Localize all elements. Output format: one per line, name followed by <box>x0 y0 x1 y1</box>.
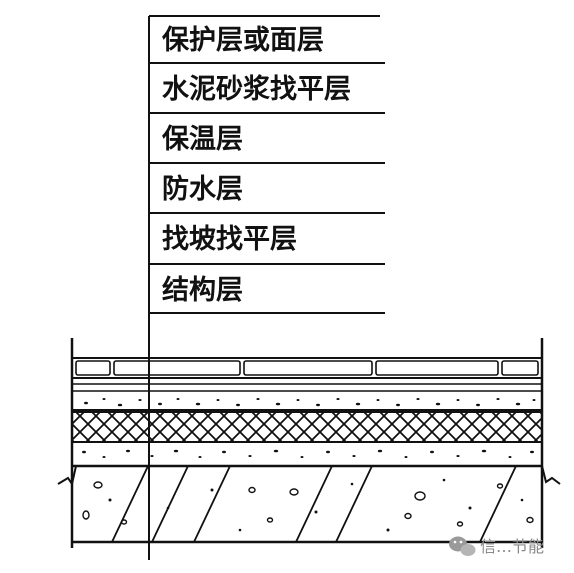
label-row: 保护层或面层 <box>149 15 385 64</box>
layer-label-waterproof: 防水层 <box>162 174 243 205</box>
label-row: 水泥砂浆找平层 <box>149 73 385 114</box>
layer-label-protection: 保护层或面层 <box>161 25 324 56</box>
label-row: 防水层 <box>149 174 385 214</box>
layer-label-structure: 结构层 <box>162 275 243 306</box>
label-row: 保温层 <box>149 124 385 164</box>
slope-dotted-layer <box>82 449 534 458</box>
protection-layer-tiles <box>72 357 542 379</box>
watermark-text: 信…节能 <box>480 537 544 556</box>
structure-concrete-layer <box>82 466 534 542</box>
cross-section <box>57 338 561 548</box>
structure-top-break-line <box>57 465 561 487</box>
label-row: 结构层 <box>149 275 385 314</box>
crosshatch-layer <box>72 412 542 442</box>
layer-labels: 保护层或面层 水泥砂浆找平层 保温层 防水层 找坡找平层 结构层 <box>149 15 385 314</box>
wechat-icon <box>449 536 476 556</box>
cement-mortar-layer <box>72 383 542 392</box>
layer-label-insulation: 保温层 <box>161 124 243 155</box>
layer-label-cement-mortar: 水泥砂浆找平层 <box>162 73 351 105</box>
label-row: 找坡找平层 <box>149 224 385 265</box>
layer-label-slope: 找坡找平层 <box>162 224 297 255</box>
watermark: 信…节能 <box>449 536 544 556</box>
insulation-dotted-layer <box>84 398 536 407</box>
